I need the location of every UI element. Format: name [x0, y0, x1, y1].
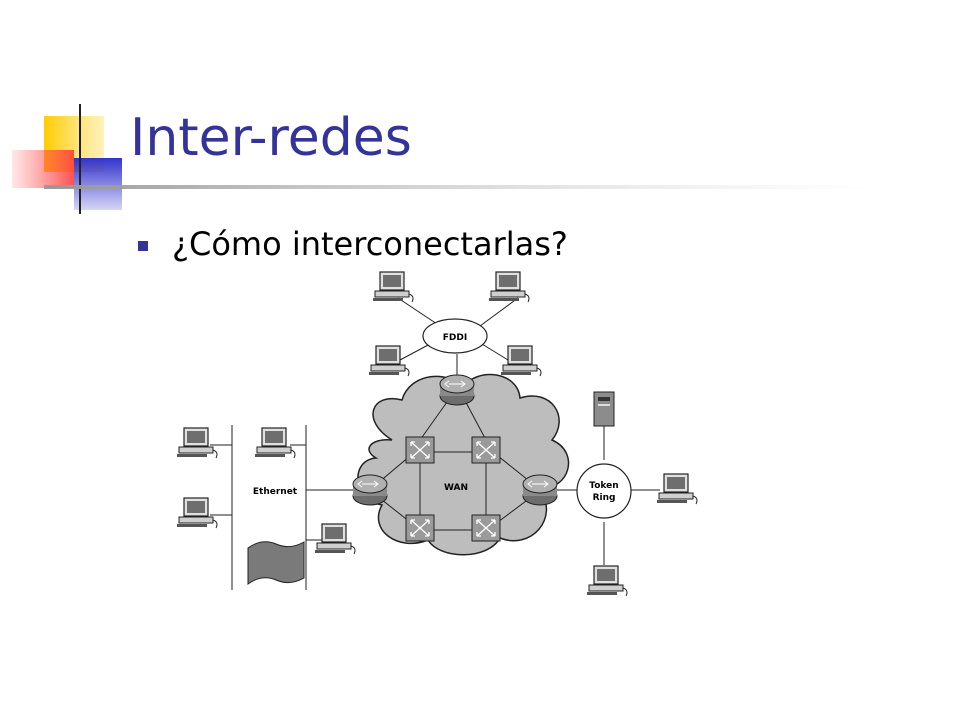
bullet-text: ¿Cómo interconectarlas?	[172, 225, 568, 263]
red-square-decoration	[12, 150, 74, 188]
fddi-ring	[422, 318, 488, 354]
wan-label: WAN	[444, 483, 468, 493]
token-ring-label-line2: Ring	[593, 493, 616, 503]
desktop-computer-icon	[176, 427, 218, 459]
fddi-label: FDDI	[443, 333, 467, 343]
wan-switch-icon	[471, 514, 501, 542]
router-icon	[352, 474, 388, 506]
wan-switch-icon	[471, 436, 501, 464]
desktop-computer-icon	[500, 345, 542, 377]
wan-switch-icon	[405, 514, 435, 542]
title-decoration	[12, 104, 874, 214]
storage-drum-icon	[247, 541, 305, 585]
blue-square-decoration	[74, 158, 122, 210]
desktop-computer-icon	[656, 473, 698, 505]
network-diagram: FDDI Token Ring Ethernet WAN	[176, 271, 698, 597]
desktop-computer-icon	[368, 345, 410, 377]
slide-title: Inter-redes	[130, 108, 412, 168]
desktop-computer-icon	[176, 497, 218, 529]
desktop-computer-icon	[488, 271, 530, 303]
desktop-computer-icon	[314, 523, 356, 555]
title-underline	[44, 185, 874, 189]
desktop-computer-icon	[254, 427, 296, 459]
token-ring	[576, 463, 632, 519]
ethernet-label: Ethernet	[253, 487, 298, 497]
desktop-computer-icon	[586, 565, 628, 597]
token-ring-label-line1: Token	[589, 481, 618, 491]
wan-switch-icon	[405, 436, 435, 464]
server-tower-icon	[593, 391, 615, 427]
bullet-item: ¿Cómo interconectarlas?	[138, 222, 568, 266]
router-icon	[522, 474, 558, 506]
desktop-computer-icon	[372, 271, 414, 303]
bullet-square-icon	[138, 241, 148, 251]
router-icon	[439, 374, 475, 406]
